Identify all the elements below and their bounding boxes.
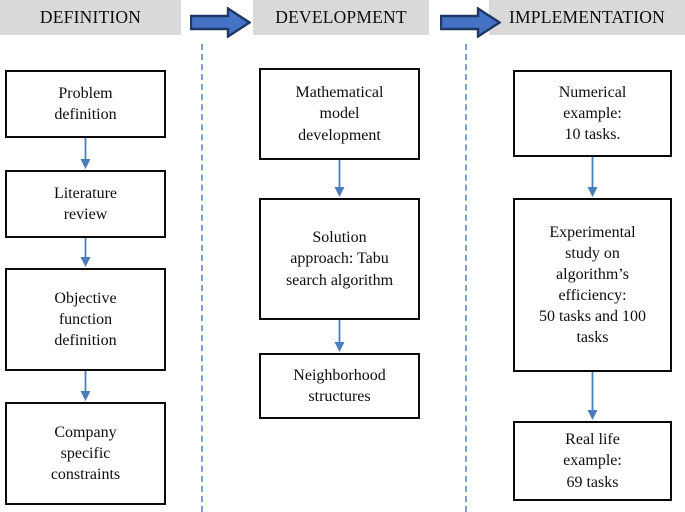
phase-header-implementation: IMPLEMENTATION [489,0,685,35]
phase-divider-development-implementation [465,44,467,512]
box-experimental-study[interactable]: Experimental study on algorithm’s effici… [513,198,672,372]
box-neighborhood-structures-label: Neighborhood structures [293,366,386,405]
box-solution-approach-tabu-search[interactable]: Solution approach: Tabu search algorithm [259,198,420,320]
phase-header-development-label: DEVELOPMENT [275,7,407,27]
box-problem-definition[interactable]: Problem definition [5,70,166,138]
box-mathematical-model-development-label: Mathematical model development [295,84,384,144]
box-literature-review[interactable]: Literature review [5,170,166,238]
box-numerical-example-label: Numerical example: 10 tasks. [558,83,627,144]
block-arrow-right-icon-development-to-implementation [439,6,502,39]
box-objective-function-definition-label: Objective function definition [54,289,117,350]
box-mathematical-model-development[interactable]: Mathematical model development [259,68,420,160]
phase-header-definition: DEFINITION [0,0,181,35]
connector-problem-definition-to-literature-review [79,138,92,170]
connector-experimental-study-to-real-life-example [586,372,599,421]
box-company-specific-constraints-label: Company specific constraints [50,423,121,484]
box-neighborhood-structures[interactable]: Neighborhood structures [259,353,420,419]
phase-header-definition-label: DEFINITION [39,7,142,27]
phase-divider-definition-development [201,44,203,512]
box-experimental-study-label: Experimental study on algorithm’s effici… [538,223,647,347]
box-literature-review-label: Literature review [53,184,118,223]
box-objective-function-definition[interactable]: Objective function definition [5,268,166,371]
connector-math-model-to-solution-approach [333,160,346,198]
connector-numerical-example-to-experimental-study [586,157,599,198]
box-company-specific-constraints[interactable]: Company specific constraints [5,402,166,505]
box-numerical-example[interactable]: Numerical example: 10 tasks. [513,70,672,157]
phase-header-implementation-label: IMPLEMENTATION [509,7,665,27]
box-solution-approach-tabu-search-label: Solution approach: Tabu search algorithm [285,229,394,289]
connector-solution-approach-to-neighborhood-structures [333,320,346,353]
box-problem-definition-label: Problem definition [54,84,117,123]
connector-literature-review-to-objective-function [79,238,92,268]
box-real-life-example[interactable]: Real life example: 69 tasks [513,421,672,501]
box-real-life-example-label: Real life example: 69 tasks [563,431,622,491]
phase-header-development: DEVELOPMENT [253,0,429,35]
block-arrow-right-icon-definition-to-development [189,6,252,39]
connector-objective-function-to-company-constraints [79,371,92,402]
